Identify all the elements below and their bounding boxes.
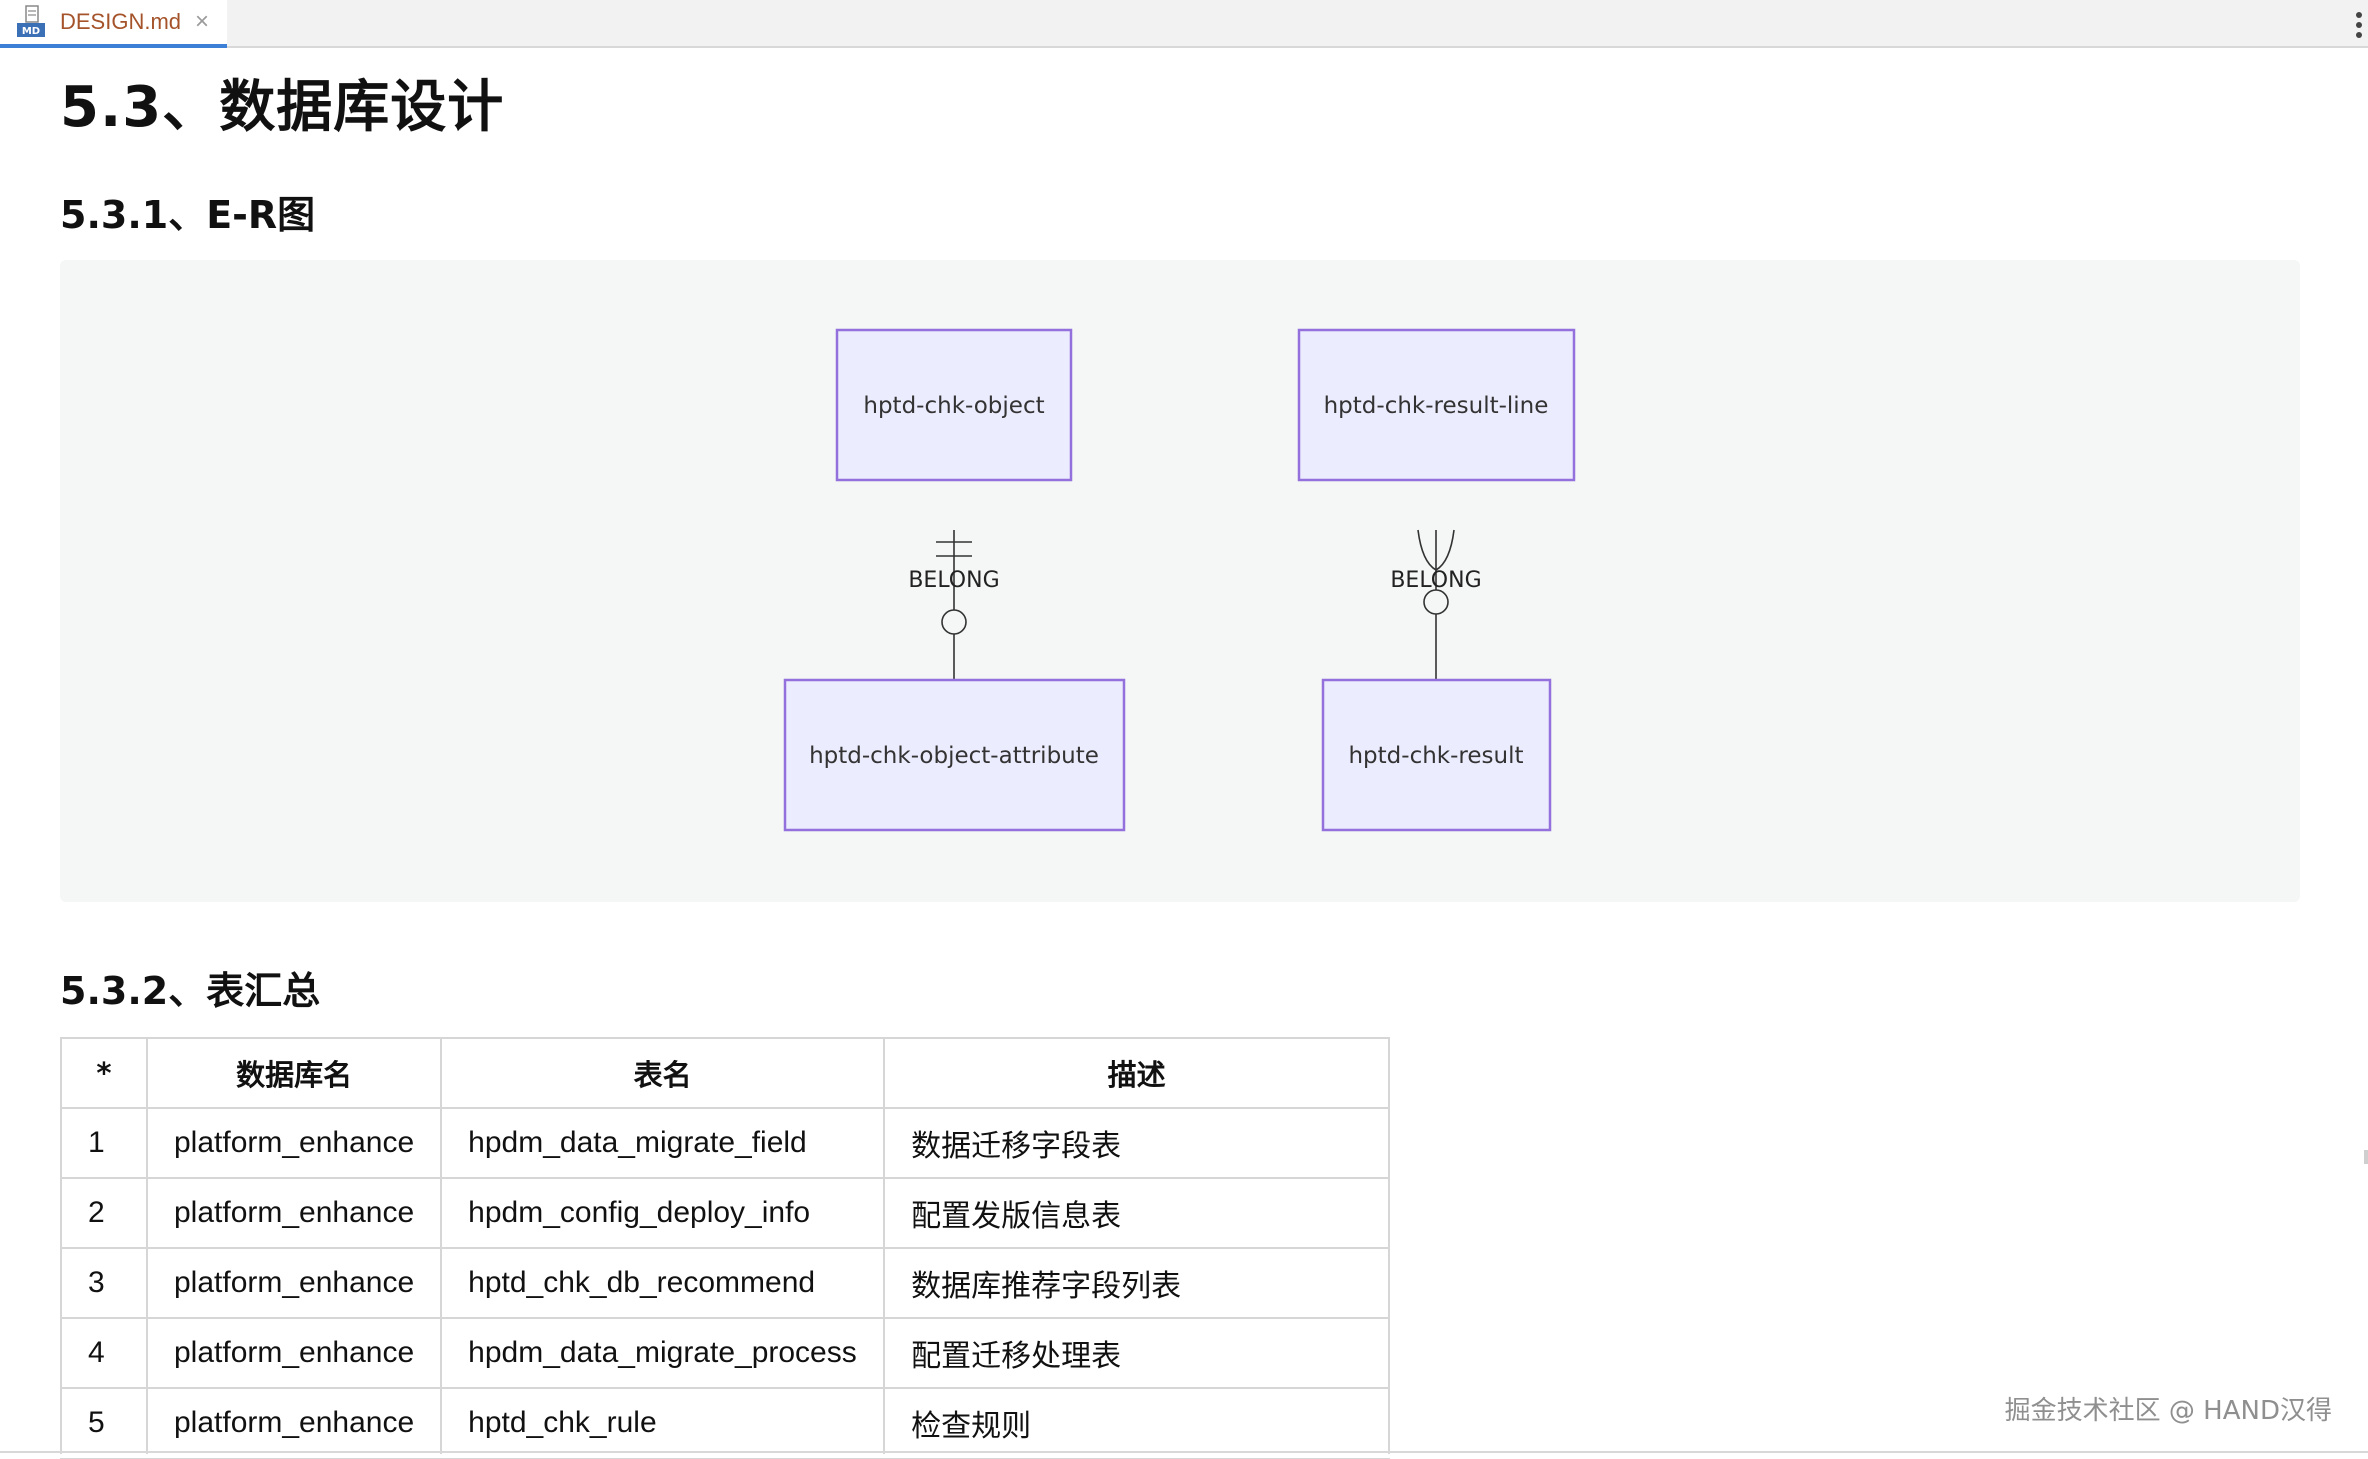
cell-description: 检查规则 (883, 1387, 1391, 1459)
column-header-database: 数据库名 (145, 1037, 443, 1109)
tab-label: DESIGN.md (60, 9, 182, 34)
cell-table-name: hptd_chk_rule (440, 1387, 886, 1459)
tab-bar: MD DESIGN.md × (0, 0, 2368, 48)
cell-database: platform_enhance (145, 1107, 443, 1179)
relation-belong-2: BELONG (1390, 529, 1482, 812)
bottom-edge (0, 1454, 2368, 1458)
cell-database: platform_enhance (145, 1177, 443, 1249)
table-summary-heading: 5.3.2、表汇总 (60, 969, 321, 1013)
cell-index: 2 (60, 1177, 148, 1249)
cell-index: 1 (60, 1107, 148, 1179)
entity-label: hptd-chk-result (1348, 743, 1523, 769)
cell-database: platform_enhance (145, 1247, 443, 1319)
table-summary: * 数据库名 表名 描述 1 platform_enhance hpdm_dat… (60, 1037, 1391, 1459)
markdown-file-icon: MD (17, 5, 45, 37)
relation-label: BELONG (908, 568, 999, 593)
cell-table-name: hpdm_data_migrate_field (440, 1107, 886, 1179)
table-row: 3 platform_enhance hptd_chk_db_recommend… (60, 1247, 1391, 1319)
entity-hptd-chk-object: hptd-chk-object (835, 328, 1073, 482)
md-icon-text: MD (22, 26, 40, 37)
page-title: 5.3、数据库设计 (60, 75, 505, 140)
cell-table-name: hptd_chk_db_recommend (440, 1247, 886, 1319)
entity-label: hptd-chk-object (863, 393, 1044, 419)
scrollbar-marker[interactable] (2364, 1150, 2368, 1164)
table-header-row: * 数据库名 表名 描述 (60, 1037, 1391, 1109)
cell-table-name: hpdm_data_migrate_process (440, 1317, 886, 1389)
table-row: 4 platform_enhance hpdm_data_migrate_pro… (60, 1317, 1391, 1389)
entity-label: hptd-chk-result-line (1324, 393, 1549, 419)
cell-index: 4 (60, 1317, 148, 1389)
cell-description: 配置发版信息表 (883, 1177, 1391, 1249)
entity-hptd-chk-result-line: hptd-chk-result-line (1297, 328, 1576, 482)
cell-description: 数据迁移字段表 (883, 1107, 1391, 1179)
er-heading: 5.3.1、E-R图 (60, 193, 316, 237)
cell-description: 数据库推荐字段列表 (883, 1247, 1391, 1319)
table-row: 1 platform_enhance hpdm_data_migrate_fie… (60, 1107, 1391, 1179)
cell-index: 5 (60, 1387, 148, 1459)
entity-hptd-chk-result: hptd-chk-result (1321, 678, 1552, 832)
cell-index: 3 (60, 1247, 148, 1319)
cell-table-name: hpdm_config_deploy_info (440, 1177, 886, 1249)
column-header-index: * (60, 1037, 148, 1109)
cell-database: platform_enhance (145, 1317, 443, 1389)
er-diagram-svg: BELONG BELONG hptd-chk-object hptd-chk-o… (783, 328, 1576, 832)
tab-design-md[interactable]: MD DESIGN.md × (0, 0, 227, 48)
table-row: 2 platform_enhance hpdm_config_deploy_in… (60, 1177, 1391, 1249)
entity-hptd-chk-object-attribute: hptd-chk-object-attribute (783, 678, 1126, 832)
cell-database: platform_enhance (145, 1387, 443, 1459)
er-diagram: BELONG BELONG hptd-chk-object hptd-chk-o… (60, 260, 2300, 902)
column-header-description: 描述 (883, 1037, 1391, 1109)
bottom-divider (0, 1451, 2368, 1453)
watermark: 掘金技术社区 @ HAND汉得 (2004, 1396, 2332, 1426)
cell-description: 配置迁移处理表 (883, 1317, 1391, 1389)
relation-label: BELONG (1390, 568, 1481, 593)
close-icon[interactable]: × (195, 8, 210, 35)
table-row: 5 platform_enhance hptd_chk_rule 检查规则 (60, 1387, 1391, 1459)
more-options-icon[interactable] (2356, 12, 2364, 38)
column-header-table-name: 表名 (440, 1037, 886, 1109)
entity-label: hptd-chk-object-attribute (809, 743, 1099, 769)
